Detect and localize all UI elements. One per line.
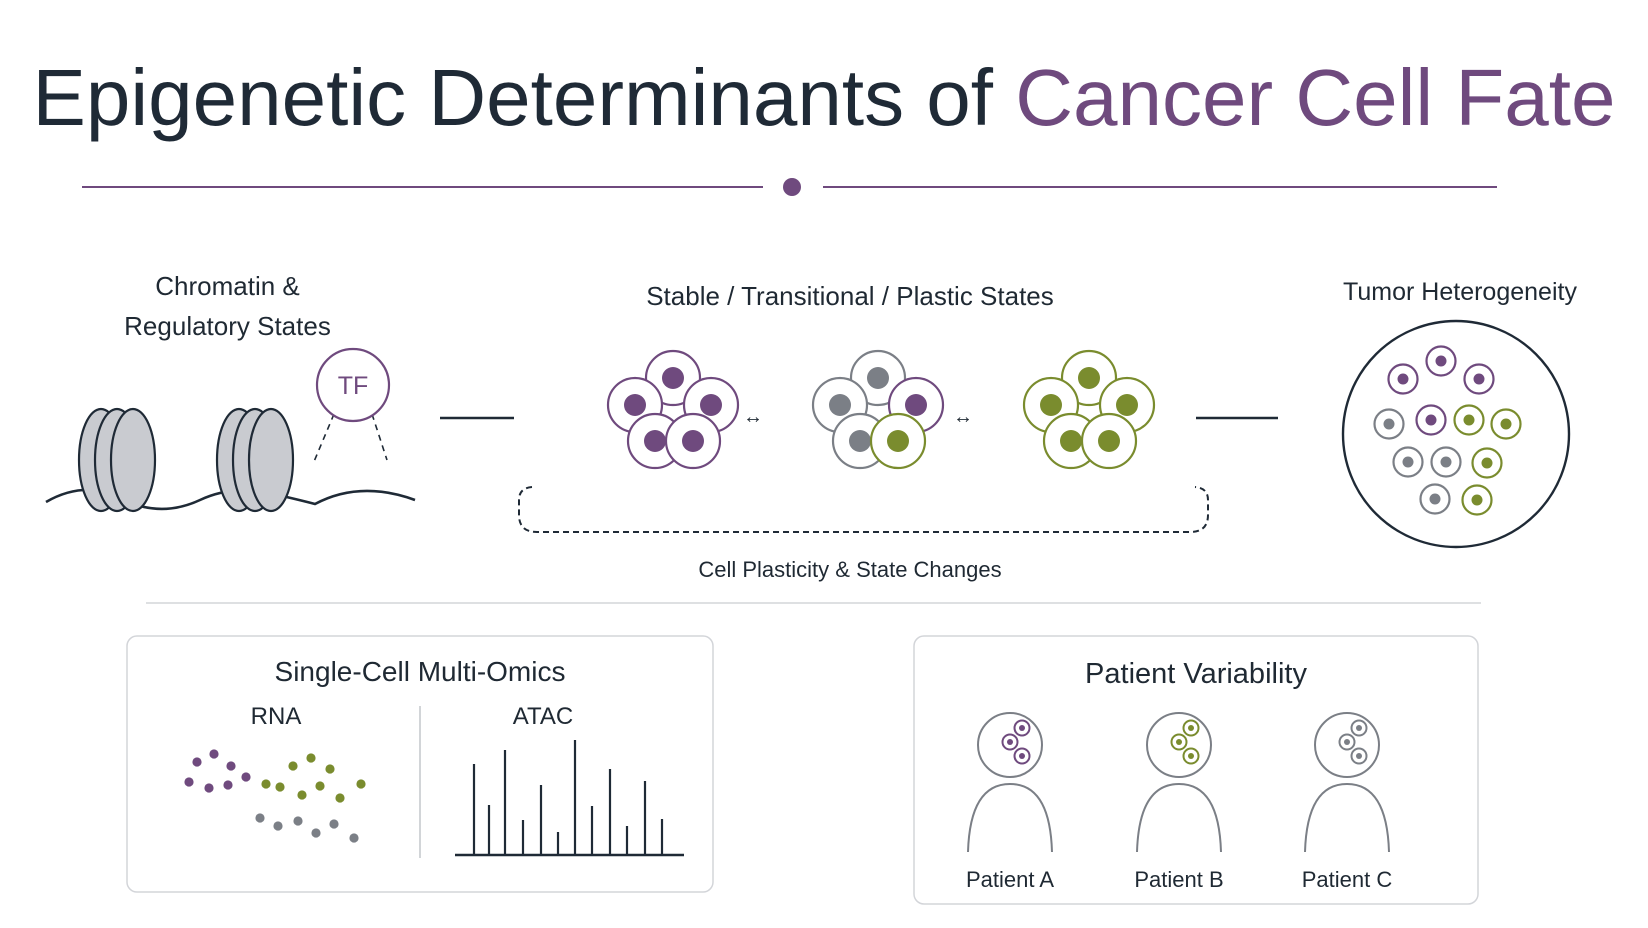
rna-dot xyxy=(325,764,335,774)
tf-binding-lines xyxy=(312,413,388,465)
rna-dot xyxy=(315,781,325,791)
tumor-cell-icon xyxy=(1392,446,1424,478)
atac-label: ATAC xyxy=(512,703,574,730)
rna-dot xyxy=(329,819,339,829)
rna-dot xyxy=(255,813,265,823)
nucleosome-icon xyxy=(77,407,157,513)
tumor-cell-icon xyxy=(1461,484,1493,516)
rna-label: RNA xyxy=(250,703,302,730)
rna-dot xyxy=(209,749,219,759)
nucleosome-icon xyxy=(215,407,295,513)
cell-cluster-2 xyxy=(811,349,945,470)
cell-cluster-1 xyxy=(606,349,740,470)
rna-dot xyxy=(192,757,202,767)
patient-label: Patient A xyxy=(965,867,1055,892)
rna-dot xyxy=(261,779,271,789)
atac-peaks-plot xyxy=(455,740,684,857)
title-part-dark: Epigenetic Determinants of xyxy=(32,53,1016,142)
rna-dot xyxy=(297,790,307,800)
tumor-cell-icon xyxy=(1415,404,1447,436)
rna-dot xyxy=(241,772,251,782)
states-heading: Stable / Transitional / Plastic States xyxy=(646,281,1054,311)
rna-dot xyxy=(356,779,366,789)
plasticity-caption: Cell Plasticity & State Changes xyxy=(698,557,1002,582)
rna-dot xyxy=(273,821,283,831)
rna-dot xyxy=(306,753,316,763)
patient-heading: Patient Variability xyxy=(1085,658,1307,690)
tumor-boundary xyxy=(1341,319,1571,549)
plasticity-bracket xyxy=(518,486,1209,533)
transition-arrow-icon: ↔ xyxy=(743,406,763,428)
chromatin-heading: Chromatin & Regulatory States xyxy=(100,266,355,346)
rna-dot xyxy=(226,761,236,771)
rna-dot xyxy=(311,828,321,838)
chromatin-heading-line1: Chromatin & xyxy=(155,271,300,301)
cell-cluster-3 xyxy=(1022,349,1156,470)
person-icon xyxy=(1136,712,1222,853)
rna-dot xyxy=(293,816,303,826)
page-title: Epigenetic Determinants of Cancer Cell F… xyxy=(0,48,1648,148)
rna-dot xyxy=(223,780,233,790)
tumor-cell-icon xyxy=(1490,408,1522,440)
rna-dot xyxy=(349,833,359,843)
tumor-cell-icon xyxy=(1425,345,1457,377)
tumor-heading: Tumor Heterogeneity xyxy=(1343,278,1577,306)
person-icon xyxy=(967,712,1053,853)
title-divider xyxy=(82,178,1497,196)
rna-dot xyxy=(204,783,214,793)
tumor-cells xyxy=(1373,345,1522,516)
tumor-cell-icon xyxy=(1471,447,1503,479)
cell-state-clusters xyxy=(606,349,1156,470)
rna-dot xyxy=(275,782,285,792)
tf-label: TF xyxy=(337,372,369,400)
tumor-cell-icon xyxy=(1430,446,1462,478)
tumor-cell-icon xyxy=(1373,408,1405,440)
patient-figures xyxy=(967,712,1390,853)
rna-dot xyxy=(288,761,298,771)
person-icon xyxy=(1304,712,1390,853)
rna-dot xyxy=(335,793,345,803)
cell-icon xyxy=(1080,412,1138,470)
tumor-cell-icon xyxy=(1387,363,1419,395)
omics-heading: Single-Cell Multi-Omics xyxy=(274,656,566,687)
chromatin-illustration xyxy=(45,347,416,513)
rna-umap-plot xyxy=(184,749,366,843)
transcription-factor-icon xyxy=(315,347,391,423)
cell-icon xyxy=(869,412,927,470)
patient-label: Patient C xyxy=(1301,867,1393,892)
tumor-cell-icon xyxy=(1463,363,1495,395)
tumor-cell-icon xyxy=(1419,483,1451,515)
transition-arrow-icon: ↔ xyxy=(953,406,973,428)
patient-label: Patient B xyxy=(1134,867,1224,892)
title-part-accent: Cancer Cell Fate xyxy=(1015,53,1616,142)
cell-icon xyxy=(664,412,722,470)
chromatin-heading-line2: Regulatory States xyxy=(124,311,331,341)
rna-dot xyxy=(184,777,194,787)
tumor-cell-icon xyxy=(1453,404,1485,436)
